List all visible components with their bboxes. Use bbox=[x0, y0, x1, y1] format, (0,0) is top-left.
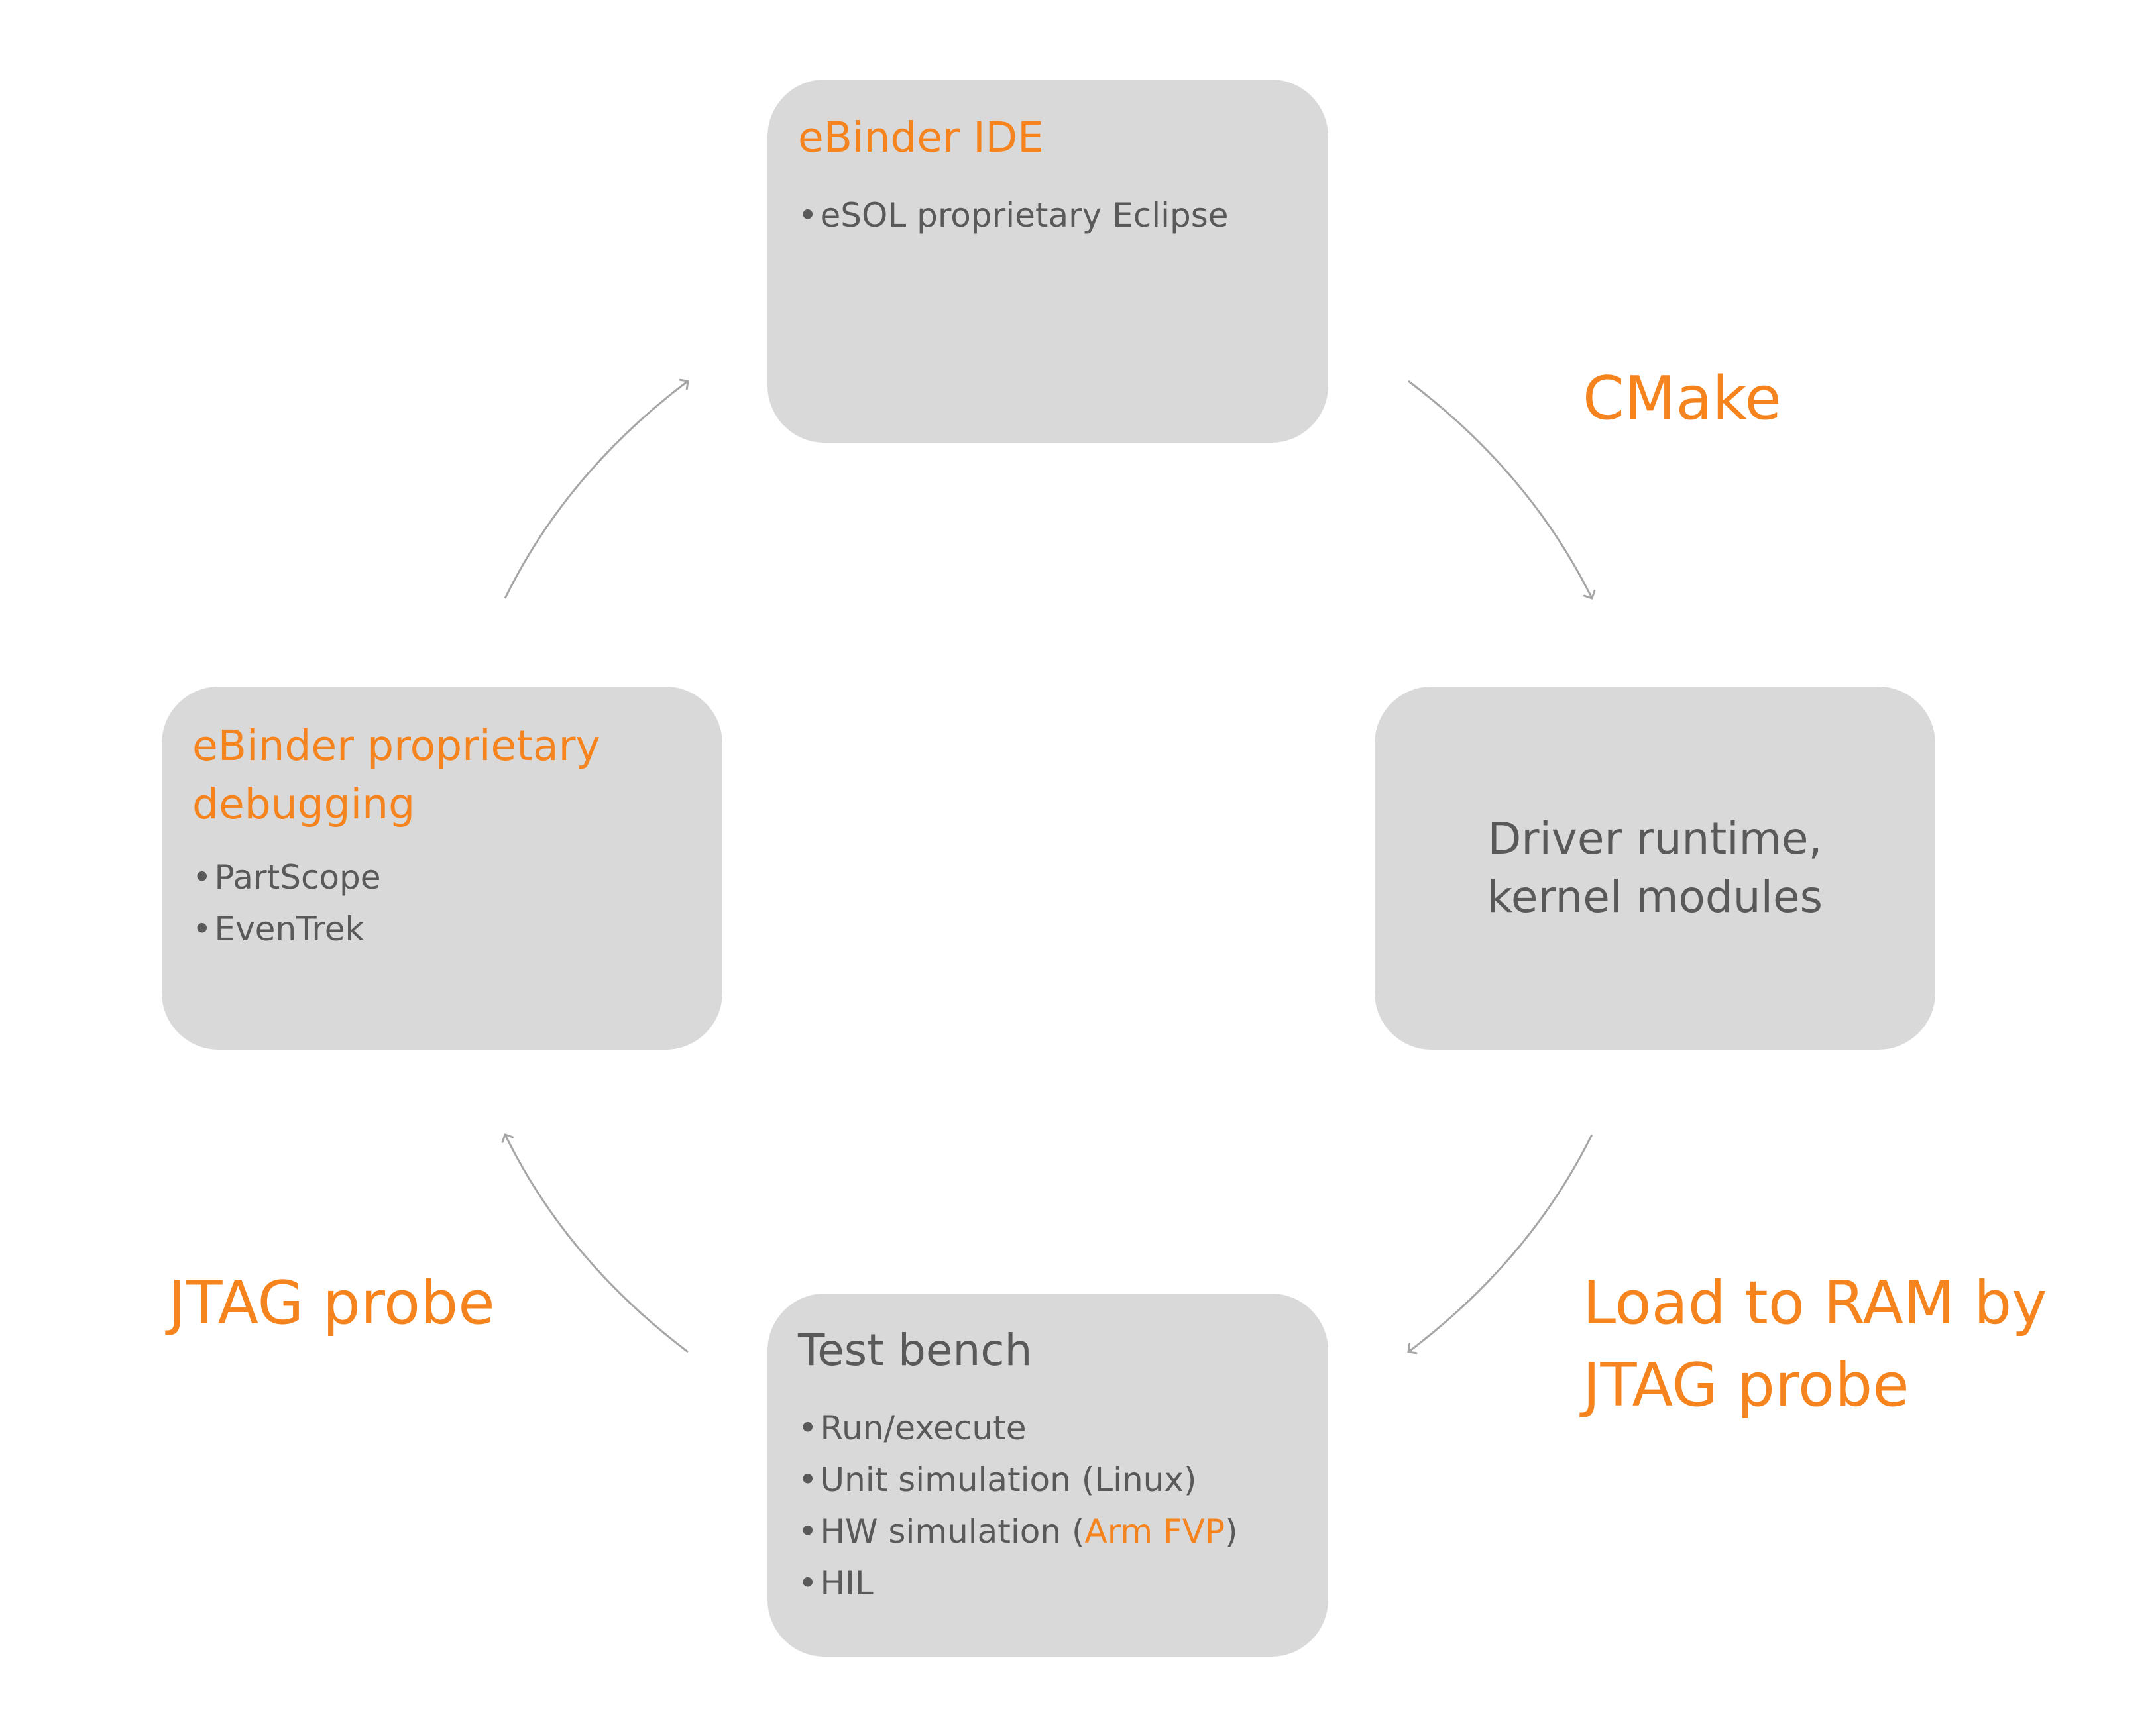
node-proprietary-debugging: eBinder proprietary debugging •PartScope… bbox=[162, 687, 722, 1050]
node-test-bench: Test bench •Run/execute •Unit simulation… bbox=[767, 1294, 1328, 1657]
arrow-debug-to-ide bbox=[504, 381, 688, 599]
arrow-bench-to-debug bbox=[505, 1135, 689, 1353]
node-ebinder-ide-bullets: •eSOL proprietary Eclipse bbox=[798, 190, 1229, 241]
edge-label-cmake: CMake bbox=[1583, 364, 1782, 433]
list-item: •HW simulation (Arm FVP) bbox=[798, 1512, 1238, 1551]
node-test-bench-title: Test bench bbox=[798, 1325, 1033, 1376]
node-driver-runtime-text: Driver runtime, kernel modules bbox=[1487, 813, 1823, 922]
node-ebinder-ide: eBinder IDE •eSOL proprietary Eclipse bbox=[767, 80, 1328, 443]
edge-label-load-to-ram: Load to RAM by JTAG probe bbox=[1583, 1268, 2047, 1420]
list-item: •EvenTrek bbox=[192, 910, 365, 948]
list-item: •PartScope bbox=[192, 858, 381, 897]
list-item: •Unit simulation (Linux) bbox=[798, 1461, 1197, 1499]
arrow-ide-to-driver bbox=[1408, 380, 1592, 598]
list-item: •eSOL proprietary Eclipse bbox=[798, 196, 1229, 235]
node-proprietary-debugging-title: eBinder proprietary debugging bbox=[192, 722, 600, 828]
node-driver-runtime: Driver runtime, kernel modules bbox=[1375, 687, 1935, 1050]
list-item: •HIL bbox=[798, 1564, 874, 1602]
node-ebinder-ide-title: eBinder IDE bbox=[798, 113, 1044, 162]
node-proprietary-debugging-bullets: •PartScope •EvenTrek bbox=[192, 852, 381, 955]
edge-label-jtag-probe: JTAG probe bbox=[168, 1268, 495, 1338]
hw-simulation-prefix: HW simulation ( bbox=[820, 1512, 1085, 1551]
arm-fvp-highlight: Arm FVP bbox=[1084, 1512, 1225, 1551]
list-item: •Run/execute bbox=[798, 1409, 1027, 1447]
node-test-bench-bullets: •Run/execute •Unit simulation (Linux) •H… bbox=[798, 1402, 1238, 1609]
arrow-driver-to-bench bbox=[1408, 1134, 1593, 1352]
hw-simulation-suffix: ) bbox=[1225, 1512, 1238, 1551]
